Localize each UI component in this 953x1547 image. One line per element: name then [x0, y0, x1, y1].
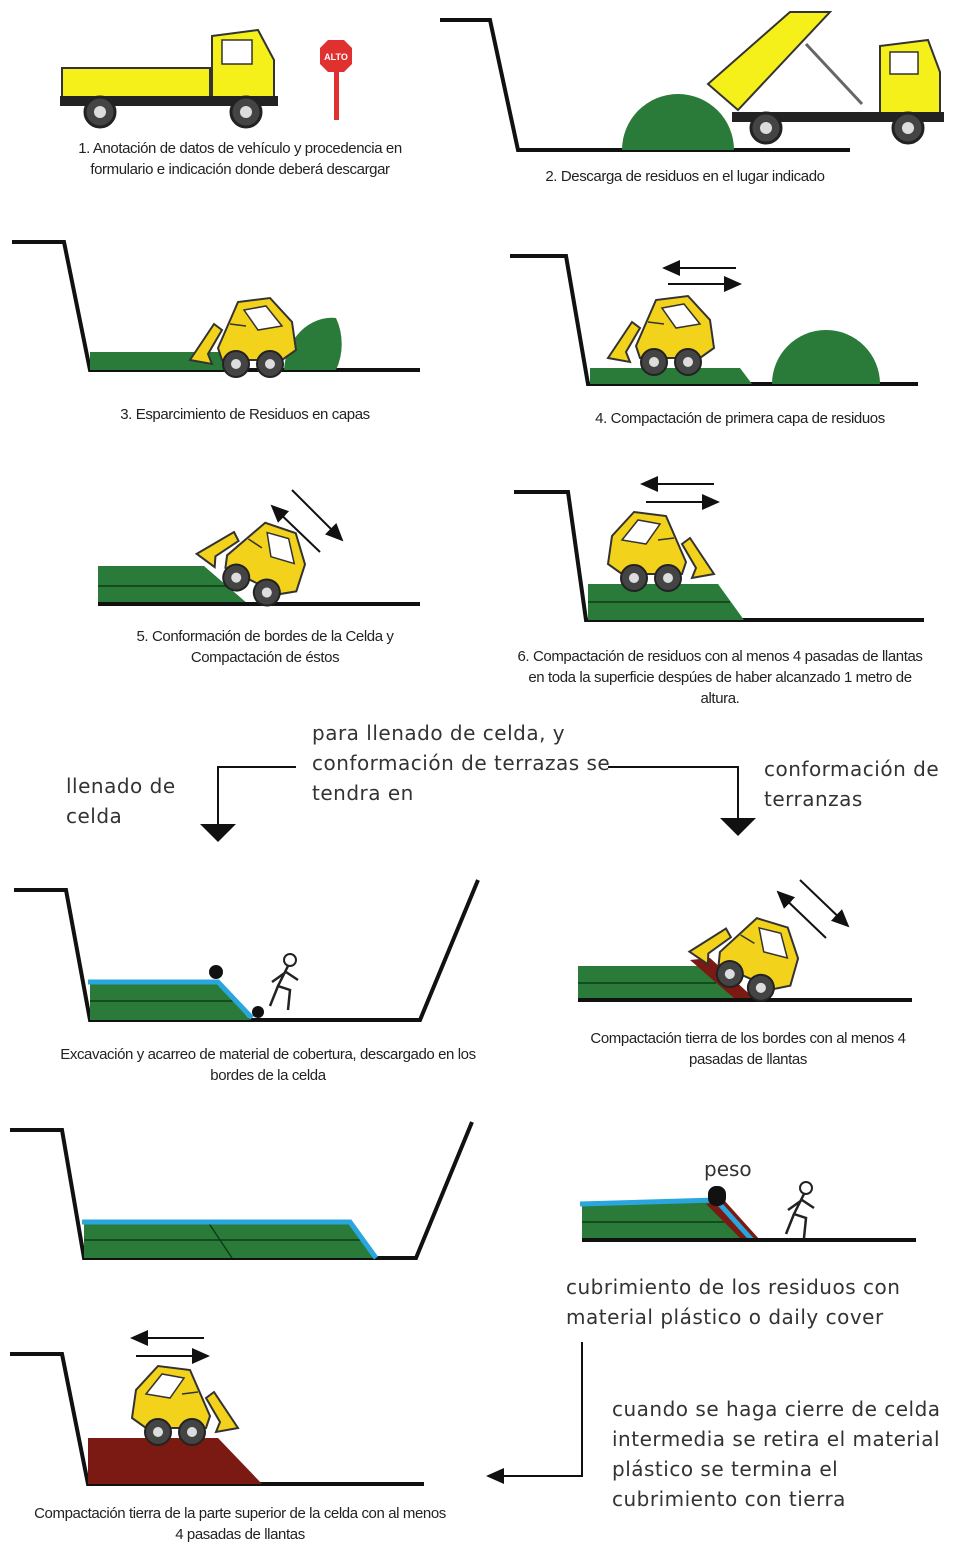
- panel-6-full-compaction: [514, 476, 924, 622]
- panel-edge-soil: [578, 879, 912, 1012]
- step-6-caption: 6. Compactación de residuos con al menos…: [517, 648, 923, 707]
- stop-sign-icon: ALTO: [320, 40, 352, 120]
- left-branch-note: llenado de celda: [66, 774, 176, 828]
- panel-excavation: [14, 879, 480, 1022]
- right-branch-note: conformación de terranzas: [764, 757, 940, 811]
- closure-arrow: [486, 1342, 583, 1484]
- closure-note: cuando se haga cierre de celda intermedi…: [612, 1397, 941, 1511]
- step-5-caption: 5. Conformación de bordes de la Celda y …: [136, 628, 394, 666]
- step-3-caption: 3. Esparcimiento de Residuos en capas: [120, 406, 370, 423]
- weight-icon: [708, 1186, 726, 1206]
- branch-arrows: [200, 766, 756, 842]
- top-soil-caption: Compactación tierra de la parte superior…: [34, 1505, 446, 1543]
- step-4-caption: 4. Compactación de primera capa de resid…: [595, 410, 885, 427]
- panel-2-dump: [440, 11, 944, 152]
- step-1-caption: 1. Anotación de datos de vehículo y proc…: [78, 140, 402, 178]
- panel-weight-cover: peso: [579, 1157, 916, 1242]
- panel-1-truck: ALTO: [60, 28, 352, 129]
- panel-3-spreading: [12, 240, 420, 378]
- cover-note: cubrimiento de los residuos con material…: [566, 1275, 901, 1329]
- peso-label: peso: [704, 1157, 752, 1181]
- branch-intro-note: para llenado de celda, y conformación de…: [312, 721, 611, 805]
- step-2-caption: 2. Descarga de residuos en el lugar indi…: [545, 168, 825, 185]
- excavation-caption: Excavación y acarreo de material de cobe…: [60, 1046, 476, 1084]
- panel-cell-covered: [10, 1121, 474, 1260]
- panel-5-edges: [98, 489, 420, 617]
- edge-soil-caption: Compactación tierra de los bordes con al…: [590, 1030, 906, 1068]
- panel-4-compaction: [510, 254, 918, 386]
- stop-sign-label: ALTO: [324, 52, 348, 62]
- panel-top-soil: [10, 1330, 424, 1486]
